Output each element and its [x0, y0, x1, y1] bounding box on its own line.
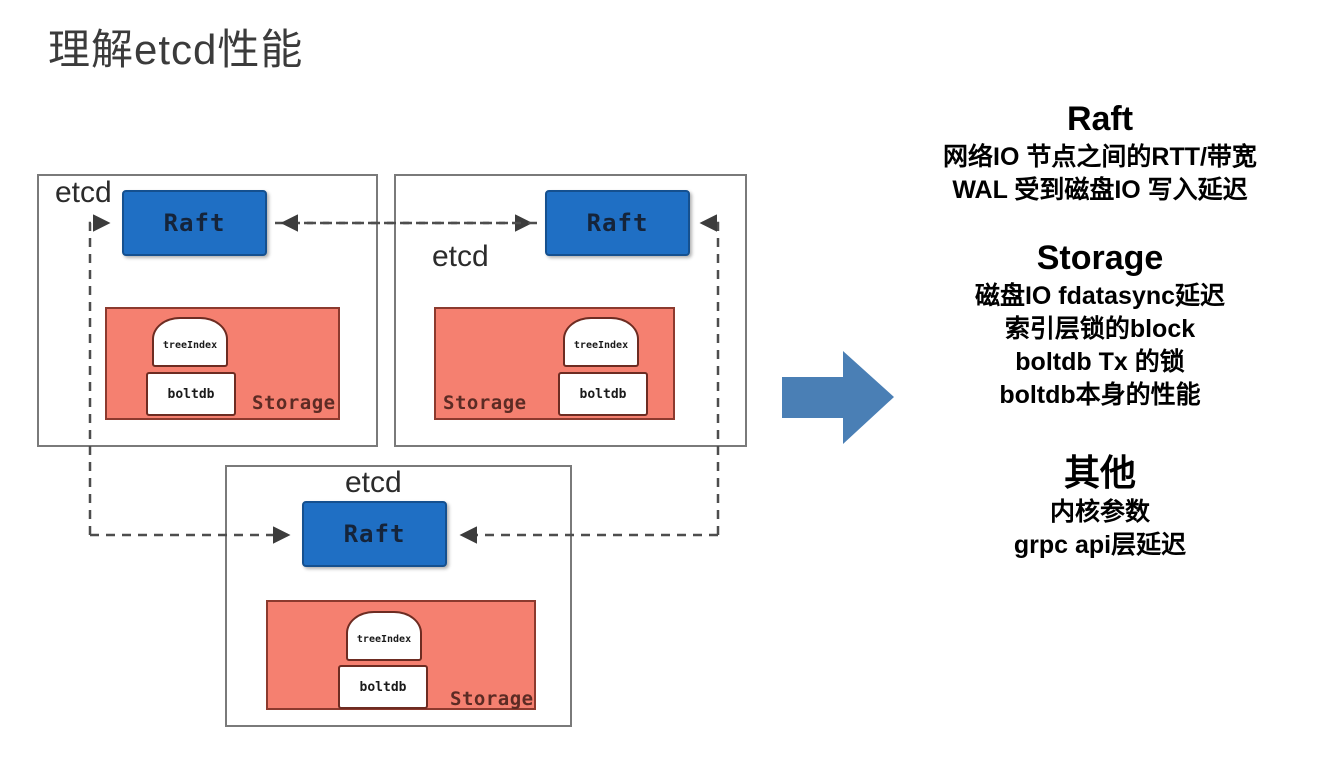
- info-group-other-line-1: 内核参数: [1049, 497, 1150, 526]
- etcd-node-2-label: etcd: [432, 240, 489, 273]
- raft-box-node-3-label: Raft: [343, 520, 406, 548]
- storage-box-node-2-label: Storage: [443, 392, 527, 414]
- bottleneck-summary: Raft 网络IO 节点之间的RTT/带宽 WAL 受到磁盘IO 写入延迟 St…: [900, 100, 1300, 592]
- right-arrow-icon: [782, 351, 894, 444]
- info-group-other-heading: 其他: [1063, 452, 1136, 494]
- boltdb-box-node-2[interactable]: boltdb: [558, 372, 648, 416]
- page-title: 理解etcd性能: [48, 26, 304, 73]
- info-group-raft-line-1: 网络IO 节点之间的RTT/带宽: [943, 143, 1257, 172]
- boltdb-box-node-1-label: boltdb: [167, 386, 215, 402]
- tree-index-box-node-1-label: treeIndex: [162, 339, 218, 351]
- raft-box-node-3[interactable]: Raft: [302, 501, 447, 567]
- tree-index-box-node-3-label: treeIndex: [356, 633, 412, 645]
- storage-box-node-1-label: Storage: [252, 392, 336, 414]
- tree-index-box-node-3[interactable]: treeIndex: [346, 611, 422, 661]
- info-group-raft: Raft 网络IO 节点之间的RTT/带宽 WAL 受到磁盘IO 写入延迟: [900, 100, 1300, 207]
- info-group-raft-line-2: WAL 受到磁盘IO 写入延迟: [952, 176, 1248, 205]
- boltdb-box-node-3[interactable]: boltdb: [338, 665, 428, 709]
- info-group-storage-heading: Storage: [1036, 239, 1164, 278]
- info-group-storage-line-1: 磁盘IO fdatasync延迟: [974, 282, 1226, 311]
- info-group-storage-line-2: 索引层锁的block: [1004, 315, 1196, 344]
- tree-index-box-node-2-label: treeIndex: [573, 339, 629, 351]
- info-group-storage-line-4: boltdb本身的性能: [999, 381, 1201, 410]
- raft-box-node-1-label: Raft: [163, 209, 226, 237]
- etcd-node-1-label: etcd: [55, 176, 112, 209]
- info-group-raft-heading: Raft: [1066, 100, 1134, 138]
- tree-index-box-node-2[interactable]: treeIndex: [563, 317, 639, 367]
- boltdb-box-node-3-label: boltdb: [359, 679, 407, 695]
- storage-box-node-3-label: Storage: [450, 688, 534, 710]
- boltdb-box-node-2-label: boltdb: [579, 386, 627, 402]
- raft-box-node-2[interactable]: Raft: [545, 190, 690, 256]
- etcd-node-3-label: etcd: [345, 466, 402, 499]
- raft-box-node-1[interactable]: Raft: [122, 190, 267, 256]
- info-group-other-line-2: grpc api层延迟: [1013, 530, 1187, 559]
- tree-index-box-node-1[interactable]: treeIndex: [152, 317, 228, 367]
- etcd-cluster-diagram: node2 Raft (horizontal, top) --> etcd Ra…: [37, 174, 747, 727]
- raft-box-node-2-label: Raft: [586, 209, 649, 237]
- info-group-other: 其他 内核参数 grpc api层延迟: [900, 452, 1300, 561]
- boltdb-box-node-1[interactable]: boltdb: [146, 372, 236, 416]
- info-group-storage-line-3: boltdb Tx 的锁: [1015, 348, 1185, 377]
- info-group-storage: Storage 磁盘IO fdatasync延迟 索引层锁的block bolt…: [900, 239, 1300, 412]
